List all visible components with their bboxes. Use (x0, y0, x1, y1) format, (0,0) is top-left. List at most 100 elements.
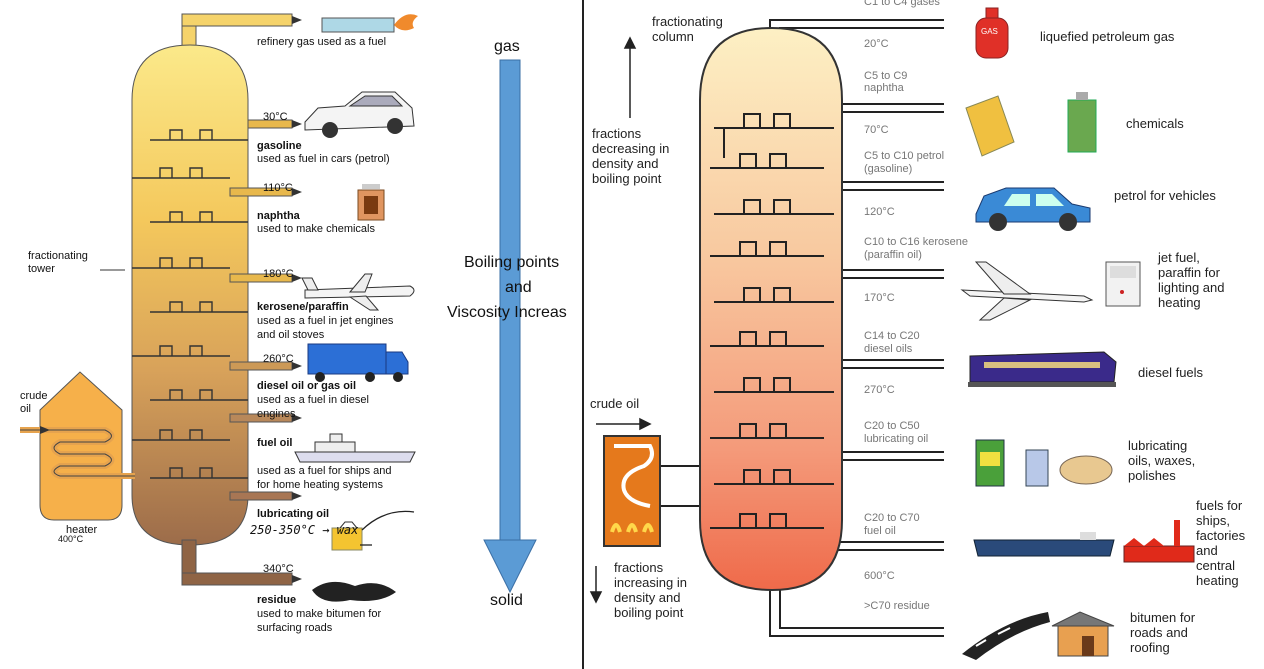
fraction-formula: C14 to C20 (864, 330, 920, 342)
fraction-sub: (paraffin oil) (864, 249, 922, 261)
fraction-sub: (gasoline) (864, 163, 913, 175)
chemical-jar-icon (357, 184, 385, 221)
product-label-line: central (1196, 558, 1236, 573)
decreasing-label-line: fractions (592, 126, 642, 141)
fraction-formula: >C70 residue (864, 600, 930, 612)
fraction-use: used as a fuel in jet engines (257, 315, 394, 327)
product-label: fuels for ships, factories and central h… (1196, 498, 1245, 588)
crude-oil-label: crude oil (20, 390, 48, 416)
column-label: fractionating column (652, 14, 723, 44)
product-label-line: paraffin for (1158, 265, 1220, 280)
fraction-temp: 340°C (263, 563, 294, 575)
product-label-line: heating (1158, 295, 1201, 310)
furnace-icon (603, 435, 661, 547)
product-label: diesel fuels (1138, 365, 1204, 380)
product-label-line: roofing (1130, 640, 1170, 655)
arrow-middle-label: Viscosity Increas (447, 304, 567, 321)
crude-label-line: oil (20, 403, 32, 415)
column-temp: 600°C (864, 570, 895, 582)
fraction-use: used as a fuel in diesel (257, 394, 369, 406)
product-label-line: ships, (1196, 513, 1230, 528)
fraction-sub: naphtha (864, 82, 904, 94)
outlet-arrows (292, 16, 302, 583)
product-label-line: factories (1196, 528, 1246, 543)
tower-label-line: fractionating (28, 250, 88, 262)
fraction-use: used to make bitumen for (257, 608, 382, 620)
product-label-line: and (1196, 543, 1218, 558)
airplane-icon (301, 273, 415, 311)
product-label-line: polishes (1128, 468, 1176, 483)
arrow-middle-label: Boiling points (464, 254, 560, 271)
product-label-line: fuels for (1196, 498, 1243, 513)
road-icon (962, 612, 1050, 660)
fraction-name: kerosene/paraffin (257, 301, 349, 313)
fraction-use: and oil stoves (257, 329, 325, 341)
heater (39, 371, 123, 521)
fraction-use: used to make chemicals (257, 223, 375, 235)
product-label: chemicals (1126, 116, 1184, 131)
bubble-trays (710, 113, 834, 529)
product-label-line: roads and (1130, 625, 1188, 640)
column-label-line: fractionating (652, 14, 723, 29)
arrow-middle-label: and (505, 279, 532, 296)
column-temp: 120°C (864, 206, 895, 218)
direction-arrows (589, 36, 652, 604)
decreasing-label: fractions decreasing in density and boil… (592, 126, 669, 186)
fraction-formula: C20 to C50 (864, 420, 920, 432)
product-label: bitumen for roads and roofing (1130, 610, 1195, 655)
column-label-line: column (652, 29, 694, 44)
house-icon (1051, 611, 1115, 657)
crude-oil-label: crude oil (590, 396, 640, 411)
product-label-line: jet fuel, (1158, 250, 1200, 265)
fraction-use: surfacing roads (257, 622, 333, 634)
fractionating-column (699, 26, 843, 592)
fraction-temp: 180°C (263, 268, 294, 280)
fraction-name: lubricating oil (257, 508, 330, 520)
column-temp: 70°C (864, 124, 889, 136)
product-label-line: lighting and (1158, 280, 1225, 295)
increasing-label-line: increasing in (614, 575, 687, 590)
fraction-formula: C1 to C4 gases (864, 0, 940, 8)
fraction-name: naphtha (257, 210, 300, 222)
chemicals-icon (965, 92, 1097, 157)
column-temp: 270°C (864, 384, 895, 396)
fraction-sub: diesel oils (864, 343, 913, 355)
fraction-use: used as fuel in cars (petrol) (257, 153, 390, 165)
right-panel: fractionating column fractions decreasin… (582, 0, 1264, 669)
fraction-name: gasoline (257, 140, 302, 152)
fraction-name: fuel oil (257, 437, 293, 449)
car-icon (975, 187, 1091, 231)
fractionating-tower (131, 44, 249, 546)
gas-flame-icon (321, 14, 418, 33)
product-label: liquefied petroleum gas (1040, 29, 1175, 44)
fraction-temp: 110°C (263, 182, 293, 194)
increasing-label-line: density and (614, 590, 681, 605)
gas-cylinder-icon (975, 7, 1009, 59)
fraction-formula: C5 to C9 (864, 70, 908, 82)
column-temp: 20°C (864, 38, 889, 50)
fraction-use: for home heating systems (257, 479, 383, 491)
fraction-temp: 30°C (263, 111, 288, 123)
fraction-formula: C20 to C70 (864, 512, 920, 524)
fraction-formula: C5 to C10 petrol (864, 150, 945, 162)
fraction-formula: C10 to C16 kerosene (864, 236, 968, 248)
fraction-name: diesel oil or gas oil (257, 380, 357, 392)
handwritten-arrow (360, 510, 415, 546)
jet-icon (960, 261, 1094, 321)
heater-label: heater (66, 524, 98, 536)
wax-block-icon (331, 521, 363, 551)
truck-icon (307, 343, 409, 382)
product-label: jet fuel, paraffin for lighting and heat… (1158, 250, 1225, 310)
increasing-label-line: boiling point (614, 605, 684, 620)
arrow-bottom-label: solid (490, 592, 523, 609)
refinery-gas-use: refinery gas used as a fuel (257, 36, 387, 48)
gas-can-label: GAS (981, 27, 998, 36)
fraction-temp: 260°C (263, 353, 294, 365)
product-label-line: bitumen for (1130, 610, 1196, 625)
product-label: petrol for vehicles (1114, 188, 1216, 203)
lubricant-cans-icon (975, 439, 1113, 487)
heater-appliance-icon (1105, 261, 1141, 307)
decreasing-label-line: density and (592, 156, 659, 171)
increasing-label-line: fractions (614, 560, 664, 575)
tower-diagram (20, 13, 418, 602)
